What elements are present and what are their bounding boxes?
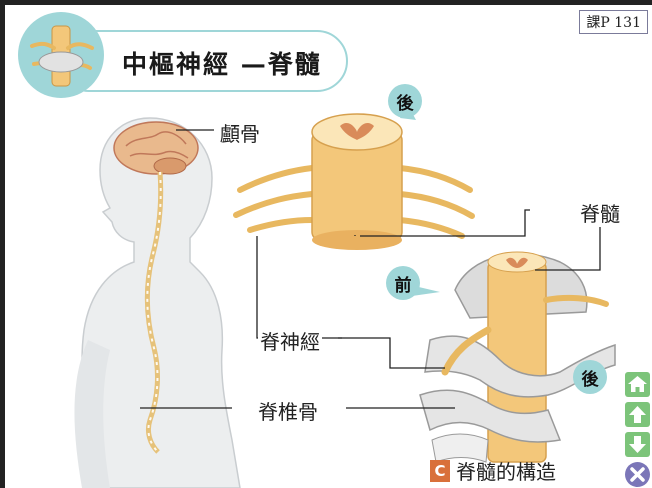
home-button[interactable] bbox=[625, 372, 650, 397]
label-spinal-cord: 脊髓 bbox=[578, 198, 622, 227]
close-icon bbox=[625, 462, 650, 487]
caption-text: 脊髓的構造 bbox=[456, 456, 556, 485]
label-vertebra: 脊椎骨 bbox=[256, 396, 320, 425]
caption-badge: C bbox=[430, 460, 450, 482]
figure-caption: C 脊髓的構造 bbox=[430, 456, 556, 485]
page-reference: 課P 131 bbox=[579, 10, 648, 34]
label-spinal-nerve: 脊神經 bbox=[258, 326, 322, 355]
page-up-button[interactable] bbox=[625, 402, 650, 427]
vertebra-section-illustration bbox=[420, 252, 615, 462]
arrow-down-icon bbox=[625, 432, 650, 457]
badge-back-bottom: 後 bbox=[573, 360, 607, 394]
spine-thumbnail-graphic bbox=[18, 12, 104, 98]
arrow-up-icon bbox=[625, 402, 650, 427]
spinal-cord-section-illustration bbox=[236, 114, 472, 250]
home-icon bbox=[625, 372, 650, 397]
close-button[interactable] bbox=[625, 462, 650, 487]
page-title: 中樞神經 —脊髓 bbox=[122, 45, 322, 81]
label-skull: 顱骨 bbox=[218, 118, 262, 147]
spine-thumbnail-icon bbox=[18, 12, 104, 98]
badge-front: 前 bbox=[386, 266, 420, 300]
page-down-button[interactable] bbox=[625, 432, 650, 457]
human-body-illustration bbox=[74, 118, 240, 488]
badge-back-top: 後 bbox=[388, 84, 422, 118]
